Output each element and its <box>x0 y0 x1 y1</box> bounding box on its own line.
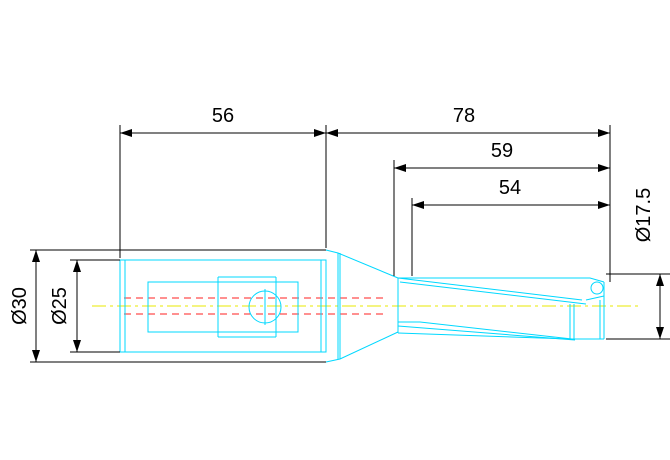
label-54: 54 <box>499 177 521 199</box>
label-d30: Ø30 <box>9 287 31 325</box>
label-59: 59 <box>491 140 513 162</box>
label-d17-5: Ø17.5 <box>633 188 655 242</box>
flute-lower-2 <box>397 325 576 341</box>
hidden-lines <box>124 297 388 315</box>
body-top <box>398 277 605 283</box>
dimension-labels: 56 78 59 54 Ø30 Ø25 Ø17.5 <box>9 105 655 325</box>
flute-lower <box>398 321 573 340</box>
neck-top <box>325 249 399 279</box>
label-56: 56 <box>212 105 234 127</box>
flute-edge-2 <box>399 281 587 305</box>
flute-edge <box>397 277 583 301</box>
part-outline <box>119 249 605 363</box>
dimensions <box>30 125 670 363</box>
label-78: 78 <box>453 105 475 127</box>
label-d25: Ø25 <box>49 287 71 325</box>
shank-flat <box>147 281 299 333</box>
neck-bottom <box>325 331 399 363</box>
insert-screw <box>590 281 604 295</box>
shank <box>119 259 327 353</box>
